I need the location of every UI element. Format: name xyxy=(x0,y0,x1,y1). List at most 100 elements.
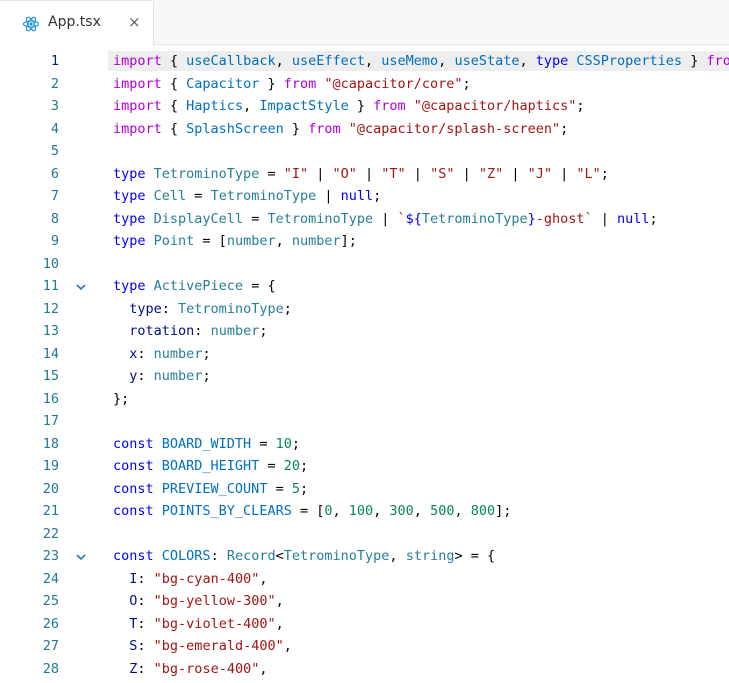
code-token: , xyxy=(373,503,390,519)
code-token: = xyxy=(267,480,292,497)
code-token: ${ xyxy=(405,210,422,227)
code-token: : xyxy=(137,570,154,587)
code-text: const BOARD_WIDTH = 10; xyxy=(113,433,300,456)
code-line[interactable]: 16}; xyxy=(0,388,729,411)
code-token: type xyxy=(535,53,569,69)
code-token: useState xyxy=(454,53,520,69)
code-token: = xyxy=(243,210,268,227)
code-token: Record xyxy=(226,548,276,564)
code-text: const POINTS_BY_CLEARS = [0, 100, 300, 5… xyxy=(113,500,511,523)
code-line[interactable]: 27 S: "bg-emerald-400", xyxy=(0,635,729,658)
line-number: 20 xyxy=(42,480,59,497)
code-token: ; xyxy=(259,323,268,339)
code-line[interactable]: 24 I: "bg-cyan-400", xyxy=(0,568,729,591)
code-token: 10 xyxy=(275,435,292,452)
code-line[interactable]: 22 xyxy=(0,523,729,546)
tab-app-tsx[interactable]: App.tsx × xyxy=(0,0,154,45)
code-text: type DisplayCell = TetrominoType | `${Te… xyxy=(113,208,658,231)
code-token: TetrominoType xyxy=(283,548,390,564)
code-token: 100 xyxy=(348,503,374,519)
code-line[interactable]: 25 O: "bg-yellow-300", xyxy=(0,590,729,613)
code-line[interactable]: 13 rotation: number; xyxy=(0,320,729,343)
code-token: "Z" xyxy=(478,165,504,182)
code-token: ; xyxy=(202,345,211,362)
code-token: ; xyxy=(649,210,658,227)
code-token: x xyxy=(129,345,138,362)
code-line[interactable]: 15 y: number; xyxy=(0,365,729,388)
code-token: TetrominoType xyxy=(178,300,284,317)
code-text: const PREVIEW_COUNT = 5; xyxy=(113,478,308,501)
line-number: 22 xyxy=(42,525,59,542)
code-token: "S" xyxy=(430,165,455,182)
code-token: 500 xyxy=(430,503,455,519)
code-token: Point xyxy=(153,233,195,249)
code-text: import { SplashScreen } from "@capacitor… xyxy=(113,118,568,141)
line-number: 13 xyxy=(42,323,59,339)
code-token: Z xyxy=(129,660,138,677)
code-token: | xyxy=(405,165,431,182)
code-token xyxy=(146,166,154,182)
code-token: : xyxy=(137,368,154,384)
code-token: null xyxy=(617,210,650,227)
code-token: ; xyxy=(462,75,471,92)
code-token xyxy=(154,503,162,519)
code-line[interactable]: 10 xyxy=(0,253,729,276)
chevron-down-icon[interactable] xyxy=(74,279,88,293)
code-token xyxy=(113,346,129,362)
code-token: ; xyxy=(291,435,300,452)
code-token: ActivePiece xyxy=(153,278,244,294)
code-line[interactable]: 26 T: "bg-violet-400", xyxy=(0,613,729,636)
code-token: const xyxy=(113,503,154,519)
code-token: ; xyxy=(202,368,211,384)
code-token: number xyxy=(291,233,341,249)
code-token: , xyxy=(389,548,406,564)
code-line[interactable]: 20 const PREVIEW_COUNT = 5; xyxy=(0,478,729,501)
code-line[interactable]: 17 xyxy=(0,410,729,433)
code-token: POINTS_BY_CLEARS xyxy=(161,503,292,519)
code-token: , xyxy=(283,638,292,654)
code-line[interactable]: 28 Z: "bg-rose-400", xyxy=(0,658,729,681)
code-token: , xyxy=(438,53,455,69)
code-token: { xyxy=(161,120,187,137)
code-token: ; xyxy=(373,188,382,204)
code-token: 300 xyxy=(389,503,414,519)
chevron-down-icon[interactable] xyxy=(74,549,88,563)
code-token: : xyxy=(161,300,179,317)
code-token: COLORS xyxy=(161,548,211,564)
code-line[interactable]: 12 type: TetrominoType; xyxy=(0,298,729,321)
code-token: }; xyxy=(113,390,130,407)
code-token: type xyxy=(113,188,146,204)
code-token: "bg-violet-400" xyxy=(153,615,276,632)
code-token: } xyxy=(527,210,536,227)
code-line[interactable]: 5 xyxy=(0,140,729,163)
code-token: type xyxy=(113,210,146,227)
code-token: , xyxy=(259,660,268,677)
close-icon[interactable]: × xyxy=(128,13,141,31)
code-token: = [ xyxy=(291,503,325,519)
code-token: "I" xyxy=(283,165,309,182)
code-token: "bg-yellow-300" xyxy=(153,593,276,609)
code-token: useCallback xyxy=(186,53,276,69)
code-text: type Point = [number, number]; xyxy=(113,230,357,253)
code-token: useEffect xyxy=(291,53,365,69)
code-token: import xyxy=(113,98,162,114)
code-text: y: number; xyxy=(113,365,211,388)
code-token: ; xyxy=(600,165,609,182)
code-line[interactable]: 14 x: number; xyxy=(0,343,729,366)
code-token: string xyxy=(405,548,455,564)
